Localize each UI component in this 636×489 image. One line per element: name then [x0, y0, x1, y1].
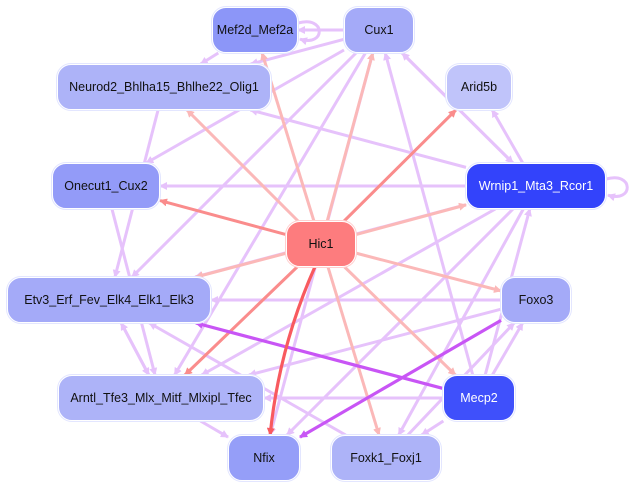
edge-cux1-to-arntl — [173, 52, 367, 376]
node-label: Nfix — [253, 451, 275, 465]
node-label: Etv3_Erf_Fev_Elk4_Elk1_Elk3 — [24, 293, 194, 307]
edge-hic1-to-arntl — [183, 265, 299, 377]
node-hic1[interactable]: Hic1 — [286, 221, 356, 267]
edge-wrnip1-to-neurod2 — [249, 107, 467, 169]
node-label: Cux1 — [364, 23, 394, 37]
node-neurod2[interactable]: Neurod2_Bhlha15_Bhlhe22_Olig1 — [57, 64, 271, 110]
edge-hic1-to-arid5b — [343, 108, 457, 223]
edge-arntl-to-nfix — [199, 419, 229, 439]
edge-hic1-to-neurod2 — [185, 108, 300, 223]
edge-foxo3-to-nfix — [299, 318, 502, 439]
node-wrnip1[interactable]: Wrnip1_Mta3_Rcor1 — [466, 163, 606, 209]
node-cux1[interactable]: Cux1 — [344, 7, 414, 53]
node-label: Arntl_Tfe3_Mlx_Mitf_Mlxipl_Tfec — [70, 391, 252, 405]
node-label: Wrnip1_Mta3_Rcor1 — [478, 179, 594, 193]
node-label: Mecp2 — [460, 391, 498, 405]
node-foxo3[interactable]: Foxo3 — [501, 277, 571, 323]
node-label: Hic1 — [308, 237, 334, 251]
edge-hic1-to-foxk1 — [326, 266, 381, 436]
edge-wrnip1-to-arntl — [200, 207, 497, 377]
edge-arntl-to-etv3 — [119, 322, 151, 376]
edge-mef2d-to-mef2d — [297, 20, 321, 46]
node-label: Onecut1_Cux2 — [64, 179, 148, 193]
node-arid5b[interactable]: Arid5b — [446, 64, 512, 110]
node-label: Mef2d_Mef2a — [216, 23, 294, 37]
edge-hic1-to-foxo3 — [355, 251, 502, 293]
node-etv3[interactable]: Etv3_Erf_Fev_Elk4_Elk1_Elk3 — [7, 277, 211, 323]
edge-wrnip1-to-wrnip1 — [605, 176, 629, 202]
node-label: Foxk1_Foxj1 — [350, 451, 422, 465]
node-arntl[interactable]: Arntl_Tfe3_Mlx_Mitf_Mlxipl_Tfec — [58, 375, 264, 421]
node-label: Neurod2_Bhlha15_Bhlhe22_Olig1 — [69, 80, 259, 94]
edge-hic1-to-etv3 — [195, 251, 287, 280]
edge-hic1-to-onecut1 — [159, 198, 287, 237]
node-mef2d[interactable]: Mef2d_Mef2a — [212, 7, 298, 53]
node-nfix[interactable]: Nfix — [228, 435, 300, 481]
edge-wrnip1-to-arid5b — [490, 109, 525, 164]
node-mecp2[interactable]: Mecp2 — [443, 375, 515, 421]
node-label: Foxo3 — [518, 293, 554, 307]
edge-hic1-to-wrnip1 — [355, 202, 467, 237]
node-label: Arid5b — [460, 80, 498, 94]
edge-mecp2-to-foxo3 — [491, 322, 524, 376]
edge-mef2d-to-neurod2 — [199, 51, 220, 66]
node-onecut1[interactable]: Onecut1_Cux2 — [52, 163, 160, 209]
node-foxk1[interactable]: Foxk1_Foxj1 — [331, 435, 441, 481]
edge-wrnip1-to-foxk1 — [397, 208, 525, 436]
edge-hic1-to-cux1 — [325, 52, 375, 222]
edge-mecp2-to-foxk1 — [420, 419, 445, 437]
edge-hic1-to-nfix — [266, 266, 317, 436]
